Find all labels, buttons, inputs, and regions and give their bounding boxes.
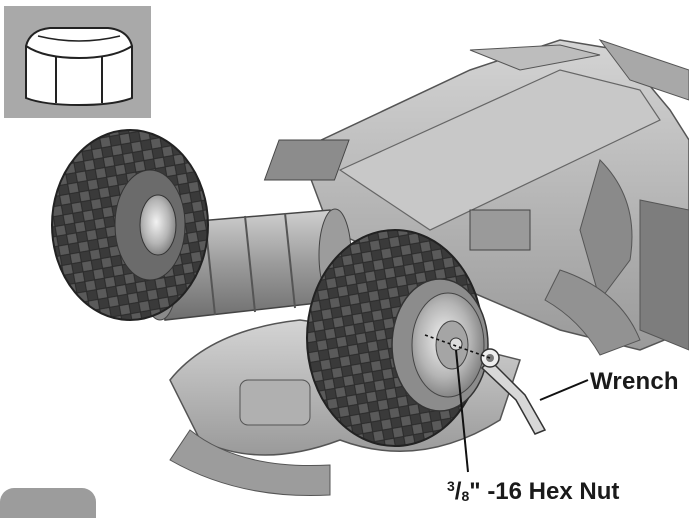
wrench-leader-line (539, 379, 589, 401)
right-rear-tire (306, 229, 489, 447)
nut-size-numerator: 3 (447, 478, 455, 494)
nut-size-rest: " -16 Hex Nut (469, 478, 620, 505)
nut-leader-line (455, 349, 469, 473)
wrench-callout-label: Wrench (590, 368, 679, 395)
hex-nut-inset (4, 6, 151, 118)
hex-nut-icon (25, 27, 133, 107)
wrench-icon (480, 348, 547, 435)
corner-tab (0, 488, 96, 518)
left-rear-tire (51, 129, 209, 321)
chassis-frame (263, 39, 689, 356)
nut-size-denominator: 8 (461, 488, 470, 504)
hex-nut-callout-label: 3/8" -16 Hex Nut (447, 478, 620, 505)
